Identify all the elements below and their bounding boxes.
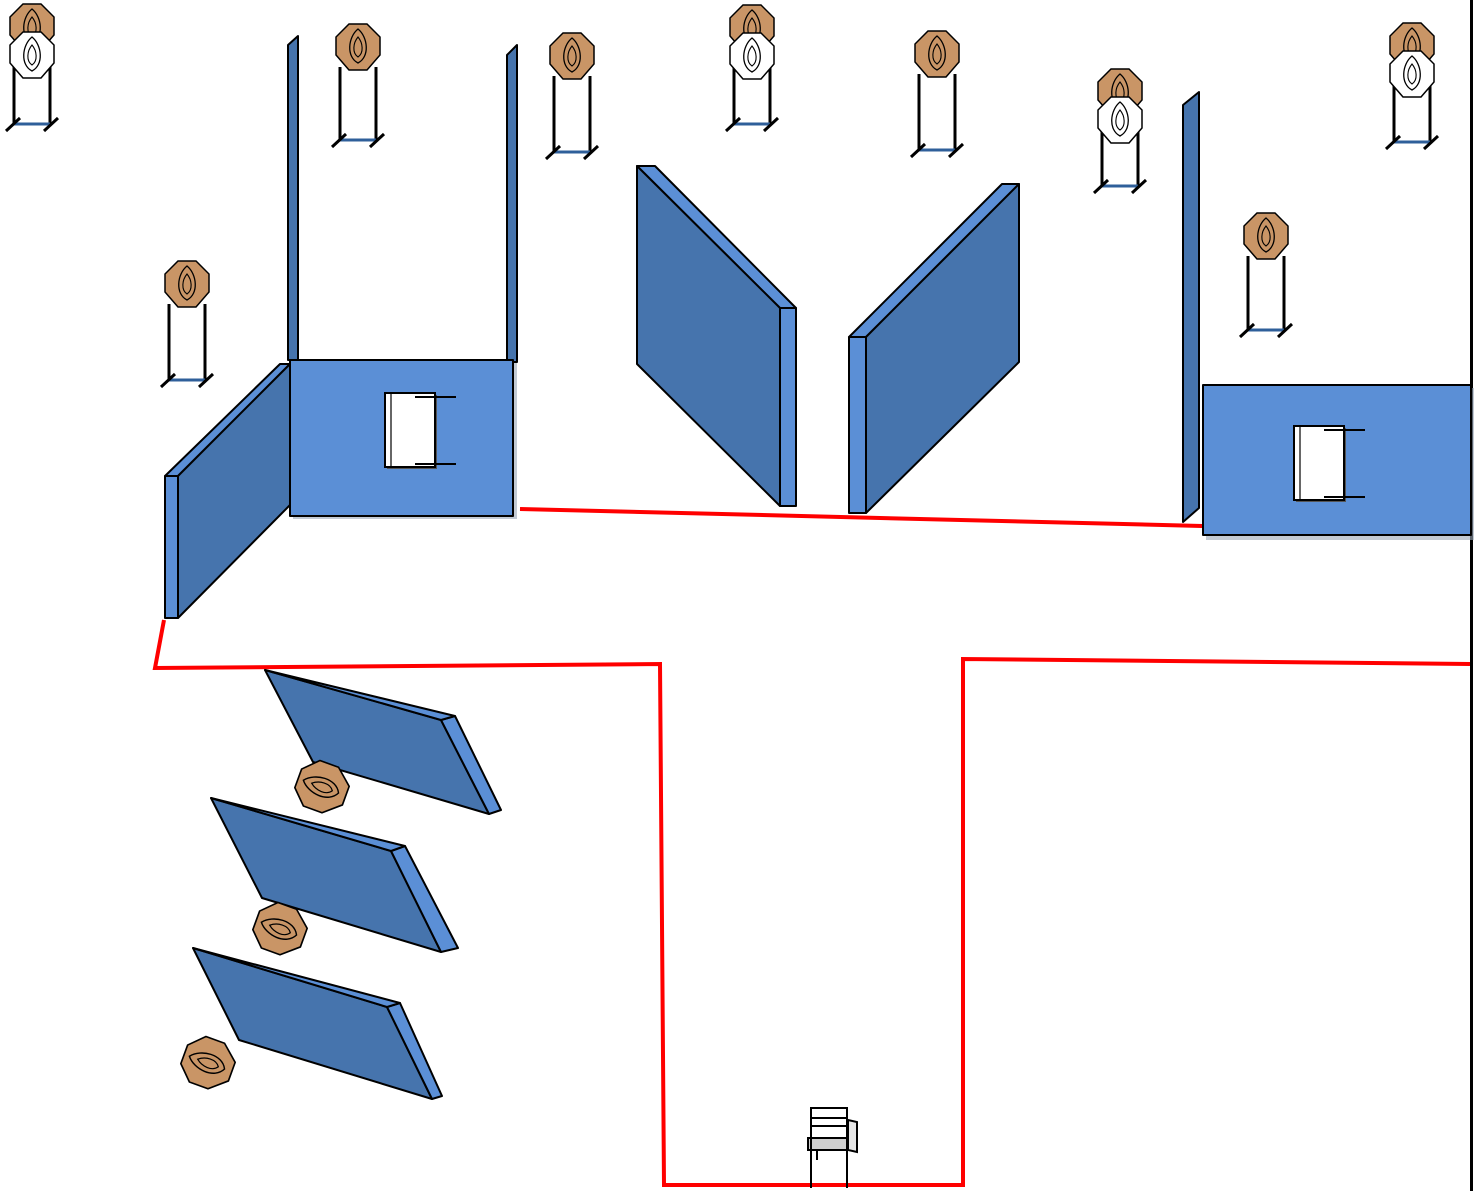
no-shoot-target-icon [9,31,55,79]
page-right-border [1470,0,1481,1191]
target-stand-foot [762,116,780,133]
slanted-wall-lip [210,797,406,852]
target-stand-foot [368,132,386,149]
wall-post [287,35,299,361]
target-stand-foot [159,372,177,389]
no-shoot-target-icon [1097,96,1143,144]
walls [164,35,1474,1100]
target-stand-foot [197,372,215,389]
target-stand-foot [4,116,22,133]
fault-line [519,507,1203,528]
fault-line [152,619,1471,1187]
target-stand-foot [724,116,742,133]
paper-target-icon [1243,212,1289,260]
wall-post [506,44,518,363]
paper-target-icon [549,32,595,80]
slanted-wall-lip [264,669,456,721]
door-icon [384,392,436,468]
v-wall-edge [848,336,867,514]
angled-wall-edge [164,475,179,619]
target-stand-foot [582,144,600,161]
target-stand-foot [1422,134,1440,151]
v-wall-side [636,165,781,507]
props [807,1107,858,1188]
target-stand-foot [909,142,927,159]
v-wall-side [865,183,1020,514]
targets [4,3,1440,1096]
door-icon [1293,425,1345,501]
target-stand-foot [1092,178,1110,195]
target-stand-foot [1130,178,1148,195]
chair-icon [807,1107,858,1188]
fault-lines [152,507,1471,1187]
v-wall-edge [779,307,797,507]
target-stand-foot [947,142,965,159]
angled-wall-side [177,363,291,619]
paper-target-icon [335,23,381,71]
target-stand-foot [544,144,562,161]
target-stand-foot [42,116,60,133]
no-shoot-target-icon [729,32,775,80]
target-stand-foot [330,132,348,149]
target-stand-foot [1384,134,1402,151]
slanted-wall-lip [192,947,401,1008]
paper-target-icon [914,30,960,78]
paper-target-icon [164,260,210,308]
target-stand-foot [1276,322,1294,339]
no-shoot-target-icon [1389,50,1435,98]
wall-post [1182,91,1200,523]
paper-target-icon [175,1030,241,1096]
target-stand-foot [1238,322,1256,339]
